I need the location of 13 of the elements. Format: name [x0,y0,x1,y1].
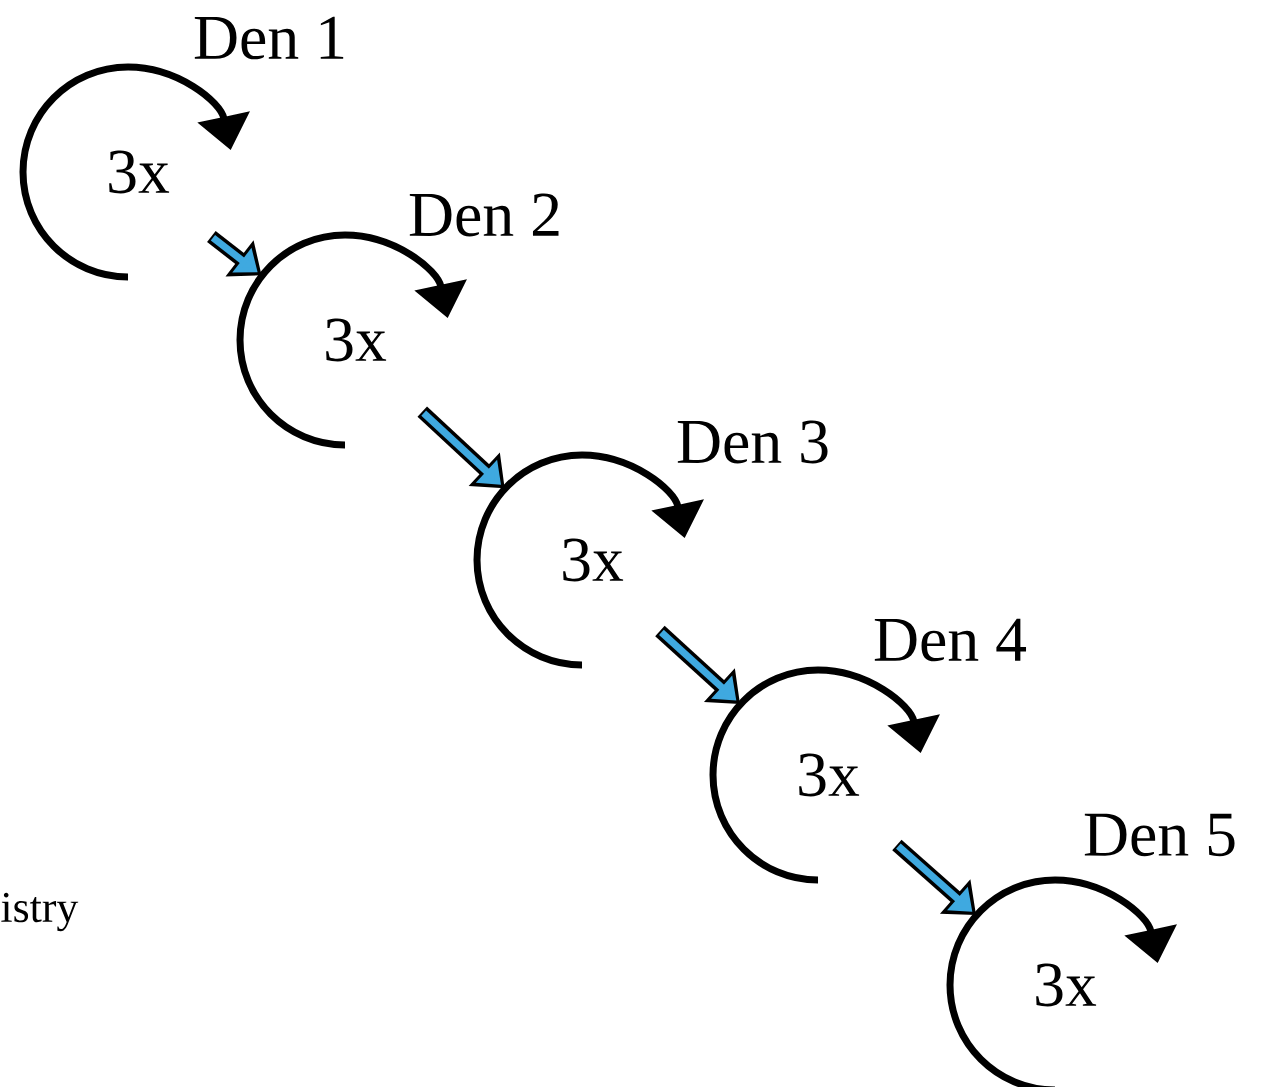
note-text: istry [1,892,79,932]
step-label: Den 2 [409,193,559,237]
repeat-count: 3x [1036,963,1097,1007]
repeat-count: 3x [109,150,170,194]
repeat-count: 3x [799,753,860,797]
step-label: Den 5 [1084,813,1235,857]
step-label: Den 4 [874,618,1027,662]
arrow [655,625,740,704]
repeat-count: 3x [326,318,387,362]
step-label: Den 3 [677,420,828,464]
arrow [892,839,976,915]
step-label: Den 1 [194,16,344,60]
repeat-count: 3x [563,538,624,582]
